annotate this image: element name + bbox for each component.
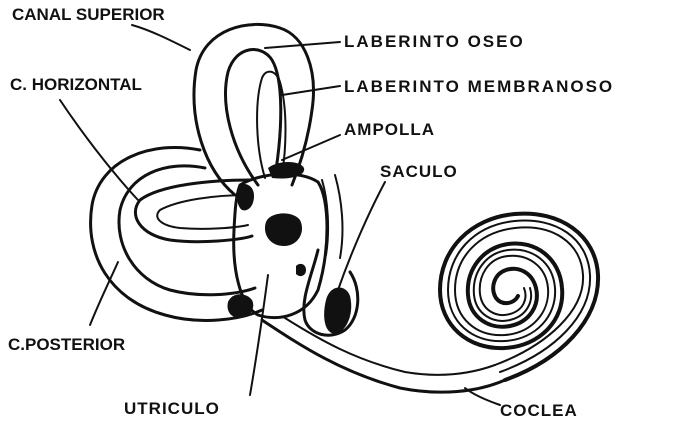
- posterior-canal-outer: [91, 147, 262, 320]
- superior-canal-inner: [226, 50, 281, 185]
- label-utriculo: UTRICULO: [124, 399, 220, 418]
- endolymphatic-duct-2: [335, 175, 342, 258]
- cochlea-spiral: [440, 214, 598, 380]
- label-canal-superior: CANAL SUPERIOR: [12, 5, 165, 24]
- utricle-macula-blob: [265, 213, 302, 246]
- label-ampolla: AMPOLLA: [344, 120, 435, 139]
- horizontal-ampulla-blob: [237, 184, 254, 210]
- label-laberinto-membranoso: LABERINTO MEMBRANOSO: [344, 77, 614, 96]
- label-c-horizontal: C. HORIZONTAL: [10, 75, 142, 94]
- label-saculo: SACULO: [380, 162, 458, 181]
- leader-ampolla: [282, 135, 340, 160]
- label-c-posterior: C.POSTERIOR: [8, 335, 125, 354]
- small-blob: [296, 264, 306, 276]
- leader-saculo: [338, 182, 385, 290]
- leader-canal-superior: [132, 25, 190, 50]
- leader-utriculo: [250, 275, 268, 395]
- leader-laberinto-membranoso: [282, 86, 340, 95]
- label-laberinto-oseo: LABERINTO OSEO: [344, 32, 525, 51]
- label-coclea: COCLEA: [500, 401, 578, 420]
- leader-coclea: [465, 388, 500, 405]
